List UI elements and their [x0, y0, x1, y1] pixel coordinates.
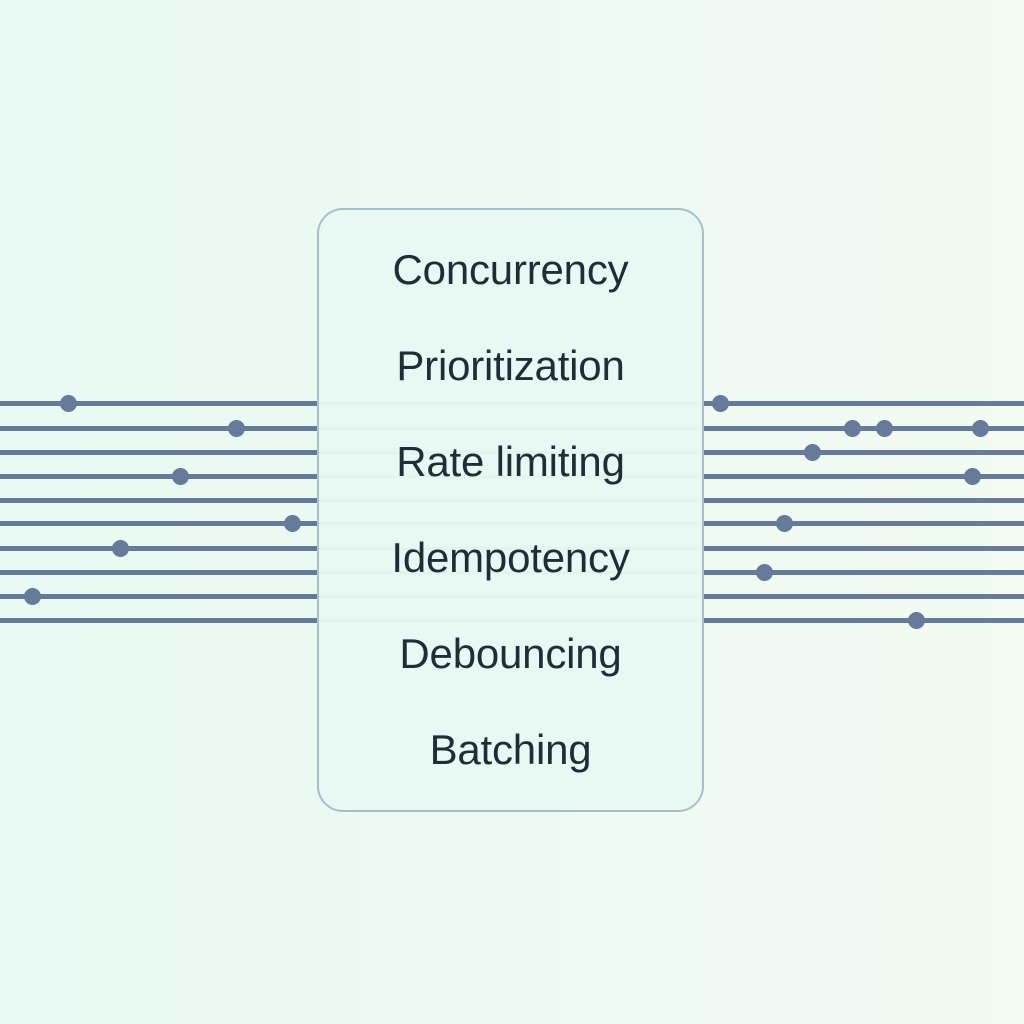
pipeline-node-dot [171, 467, 189, 485]
pipeline-line-left [0, 449, 317, 455]
pipeline-node-dot [59, 394, 77, 412]
pipeline-line-right [704, 593, 1024, 599]
pipeline-node-dot [23, 587, 41, 605]
pipeline-node-dot [227, 419, 245, 437]
pipeline-line-left [0, 473, 317, 479]
pipeline-node-dot [111, 539, 129, 557]
pipeline-line-left [0, 593, 317, 599]
pipeline-line-right [704, 520, 1024, 526]
pipeline-line-right [704, 569, 1024, 575]
pipeline-node-dot [907, 611, 925, 629]
pipeline-node-dot [711, 394, 729, 412]
card-label-debouncing: Debouncing [399, 630, 622, 677]
pipeline-line-left [0, 425, 317, 431]
pipeline-line-left [0, 520, 317, 526]
pipeline-line-left [0, 569, 317, 575]
card-label-prioritization: Prioritization [396, 342, 625, 389]
pipeline-line-left [0, 497, 317, 503]
pipeline-line-left [0, 617, 317, 623]
pipeline-line-left [0, 400, 317, 406]
card-label-idempotency: Idempotency [391, 534, 630, 581]
pipeline-line-right [704, 425, 1024, 431]
pipeline-line-left [0, 545, 317, 551]
pipeline-line-right [704, 617, 1024, 623]
card-label-batching: Batching [429, 726, 592, 773]
pipeline-line-right [704, 497, 1024, 503]
pipeline-line-right [704, 400, 1024, 406]
pipeline-node-dot [971, 419, 989, 437]
pipeline-node-dot [283, 514, 301, 532]
pipeline-line-right [704, 449, 1024, 455]
concept-card: Concurrency Prioritization Rate limiting… [317, 208, 704, 812]
card-label-rate-limiting: Rate limiting [396, 438, 625, 485]
pipeline-line-right [704, 545, 1024, 551]
pipeline-node-dot [775, 514, 793, 532]
pipeline-node-dot [803, 443, 821, 461]
pipeline-line-right [704, 473, 1024, 479]
pipeline-node-dot [843, 419, 861, 437]
pipeline-node-dot [963, 467, 981, 485]
pipeline-node-dot [875, 419, 893, 437]
pipeline-node-dot [755, 563, 773, 581]
card-label-concurrency: Concurrency [392, 246, 629, 293]
